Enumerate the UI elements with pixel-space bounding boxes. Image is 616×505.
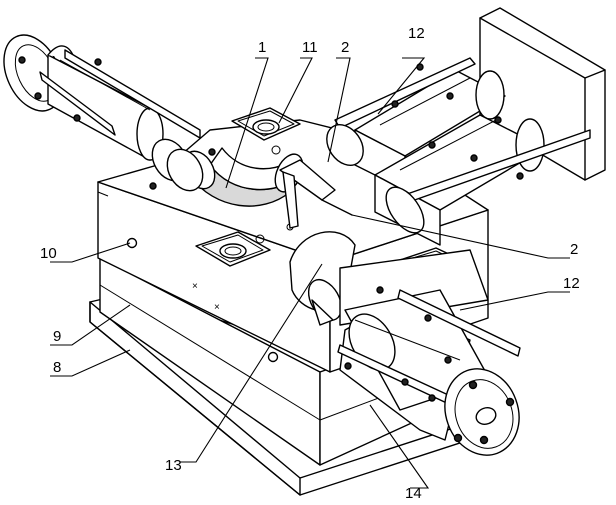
bolt-icon [267, 351, 279, 363]
callout-labels: 1 11 2 12 10 2 12 9 8 13 14 [40, 25, 580, 502]
callout-9: 9 [53, 328, 61, 345]
callout-11: 11 [302, 39, 318, 56]
callout-13: 13 [165, 457, 182, 474]
callout-12-right: 12 [563, 275, 580, 292]
bolt-icon [126, 237, 138, 249]
right-rear-cylinder-assembly [326, 7, 606, 246]
callout-2-top: 2 [341, 39, 349, 56]
callout-12-top: 12 [408, 25, 425, 42]
callout-8: 8 [53, 359, 61, 376]
curved-pipe-cavity [182, 147, 304, 207]
callout-2-right: 2 [570, 241, 578, 258]
leader-lines [50, 57, 570, 489]
svg-text:×: × [214, 302, 220, 313]
callout-10: 10 [40, 245, 57, 262]
left-cylinder-assembly [3, 34, 216, 192]
svg-text:×: × [192, 281, 198, 292]
front-cavity [289, 231, 356, 326]
callout-1: 1 [258, 39, 266, 56]
callout-14: 14 [405, 485, 422, 502]
core-insert [279, 159, 353, 229]
front-cylinder-assembly [337, 249, 521, 456]
